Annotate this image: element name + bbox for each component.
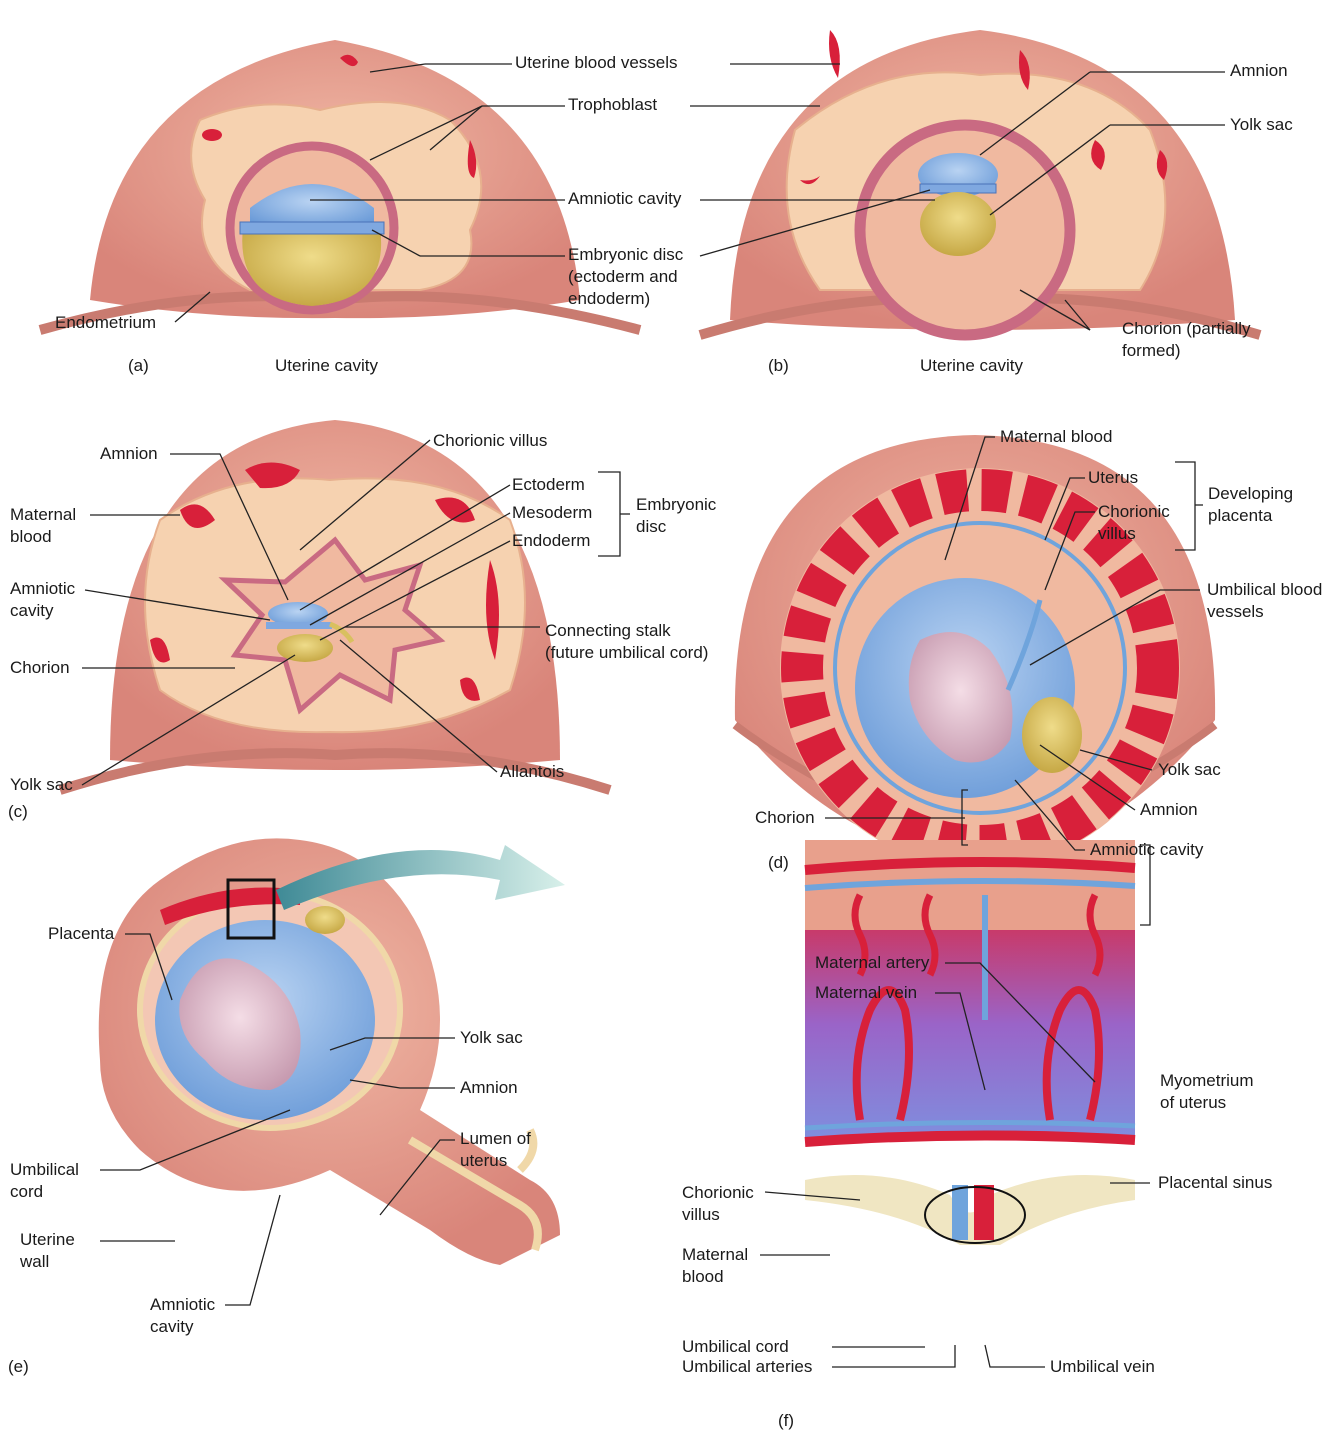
label-f-umbilical-cord: Umbilical cord — [682, 1336, 789, 1358]
label-e-placenta: Placenta — [48, 923, 114, 945]
panel-b-vessel-1 — [829, 30, 840, 78]
label-d-uterus: Uterus — [1088, 467, 1138, 489]
panel-b-embryonic-disc — [920, 184, 996, 193]
label-f-maternal-vein: Maternal vein — [815, 982, 917, 1004]
leader-f-umbilical-arteries — [832, 1345, 955, 1367]
label-f-maternal-artery: Maternal artery — [815, 952, 929, 974]
label-c-connecting-stalk: Connecting stalk (future umbilical cord) — [545, 620, 715, 664]
leader-f-umbilical-vein — [985, 1345, 1045, 1367]
label-d-chorionic-villus: Chorionic villus — [1098, 501, 1178, 545]
label-e-lumen-of-uterus: Lumen of uterus — [460, 1128, 550, 1172]
label-f-myometrium: Myometrium of uterus — [1160, 1070, 1270, 1114]
label-c-maternal-blood: Maternal blood — [10, 504, 90, 548]
panel-f-base-membrane — [805, 1175, 1135, 1245]
label-d-amnion: Amnion — [1140, 799, 1198, 821]
label-c-yolk-sac: Yolk sac — [10, 774, 73, 796]
label-e-umbilical-cord: Umbilical cord — [10, 1159, 100, 1203]
label-d-amniotic-cavity: Amniotic cavity — [1090, 839, 1203, 861]
label-c-embryonic-disc: Embryonic disc — [636, 494, 726, 538]
label-c-chorion: Chorion — [10, 657, 70, 679]
panel-a-vessel-2 — [202, 129, 222, 141]
label-a-uterine-cavity: Uterine cavity — [275, 355, 378, 377]
label-d-chorion: Chorion — [755, 807, 815, 829]
panel-f-chorionic-plate-artery — [805, 1135, 1135, 1142]
label-c-allantois: Allantois — [500, 761, 564, 783]
label-b-chorion: Chorion (partially formed) — [1122, 318, 1262, 362]
panel-f-illustration — [805, 840, 1135, 1245]
panel-b-letter: (b) — [768, 356, 789, 376]
panel-c-letter: (c) — [8, 802, 28, 822]
label-e-amnion: Amnion — [460, 1077, 518, 1099]
panel-b-yolk-sac — [920, 192, 996, 256]
label-e-uterine-wall: Uterine wall — [20, 1229, 95, 1273]
label-a-trophoblast: Trophoblast — [568, 94, 657, 116]
panel-d-letter: (d) — [768, 853, 789, 873]
label-e-amniotic-cavity: Amniotic cavity — [150, 1294, 230, 1338]
label-c-amnion: Amnion — [100, 443, 158, 465]
panel-d-yolk-sac — [1022, 697, 1082, 773]
label-f-chorionic-villus: Chorionic villus — [682, 1182, 767, 1226]
label-a-uterine-blood-vessels: Uterine blood vessels — [515, 52, 678, 74]
label-b-amnion: Amnion — [1230, 60, 1288, 82]
panel-f-letter: (f) — [778, 1411, 794, 1431]
panel-a-illustration — [40, 40, 640, 330]
panel-c-embryonic-disc — [266, 622, 332, 629]
bracket-d-developing-placenta — [1175, 462, 1195, 550]
label-c-ectoderm: Ectoderm — [512, 474, 585, 496]
label-d-umbilical-blood-vessels: Umbilical blood vessels — [1207, 579, 1332, 623]
panel-e-illustration — [99, 838, 565, 1265]
label-a-endometrium: Endometrium — [55, 312, 156, 334]
label-f-umbilical-arteries: Umbilical arteries — [682, 1356, 812, 1378]
label-f-maternal-blood: Maternal blood — [682, 1244, 762, 1288]
panel-e-yolk-sac — [305, 906, 345, 934]
panel-e-letter: (e) — [8, 1357, 29, 1377]
label-a-embryonic-disc: Embryonic disc (ectoderm and endoderm) — [568, 244, 708, 310]
label-c-endoderm: Endoderm — [512, 530, 590, 552]
label-b-uterine-cavity: Uterine cavity — [920, 355, 1023, 377]
label-c-mesoderm: Mesoderm — [512, 502, 592, 524]
label-d-developing-placenta: Developing placenta — [1208, 483, 1318, 527]
label-b-yolk-sac: Yolk sac — [1230, 114, 1293, 136]
panel-a-embryonic-disc — [240, 222, 384, 234]
leader-e-amniotic-cavity — [225, 1195, 280, 1305]
bracket-c-embryonic-disc — [598, 472, 620, 556]
panel-b-illustration — [700, 30, 1260, 335]
panel-f-umbilical-cord-vein — [974, 1185, 994, 1240]
label-d-yolk-sac: Yolk sac — [1158, 759, 1221, 781]
label-e-yolk-sac: Yolk sac — [460, 1027, 523, 1049]
panel-a-letter: (a) — [128, 356, 149, 376]
label-d-maternal-blood: Maternal blood — [1000, 426, 1112, 448]
label-c-amniotic-cavity: Amniotic cavity — [10, 578, 90, 622]
label-f-umbilical-vein: Umbilical vein — [1050, 1356, 1155, 1378]
panel-f-umbilical-cord-artery — [952, 1185, 968, 1240]
label-a-amniotic-cavity: Amniotic cavity — [568, 188, 681, 210]
label-f-placental-sinus: Placental sinus — [1158, 1172, 1272, 1194]
label-c-chorionic-villus: Chorionic villus — [433, 430, 547, 452]
